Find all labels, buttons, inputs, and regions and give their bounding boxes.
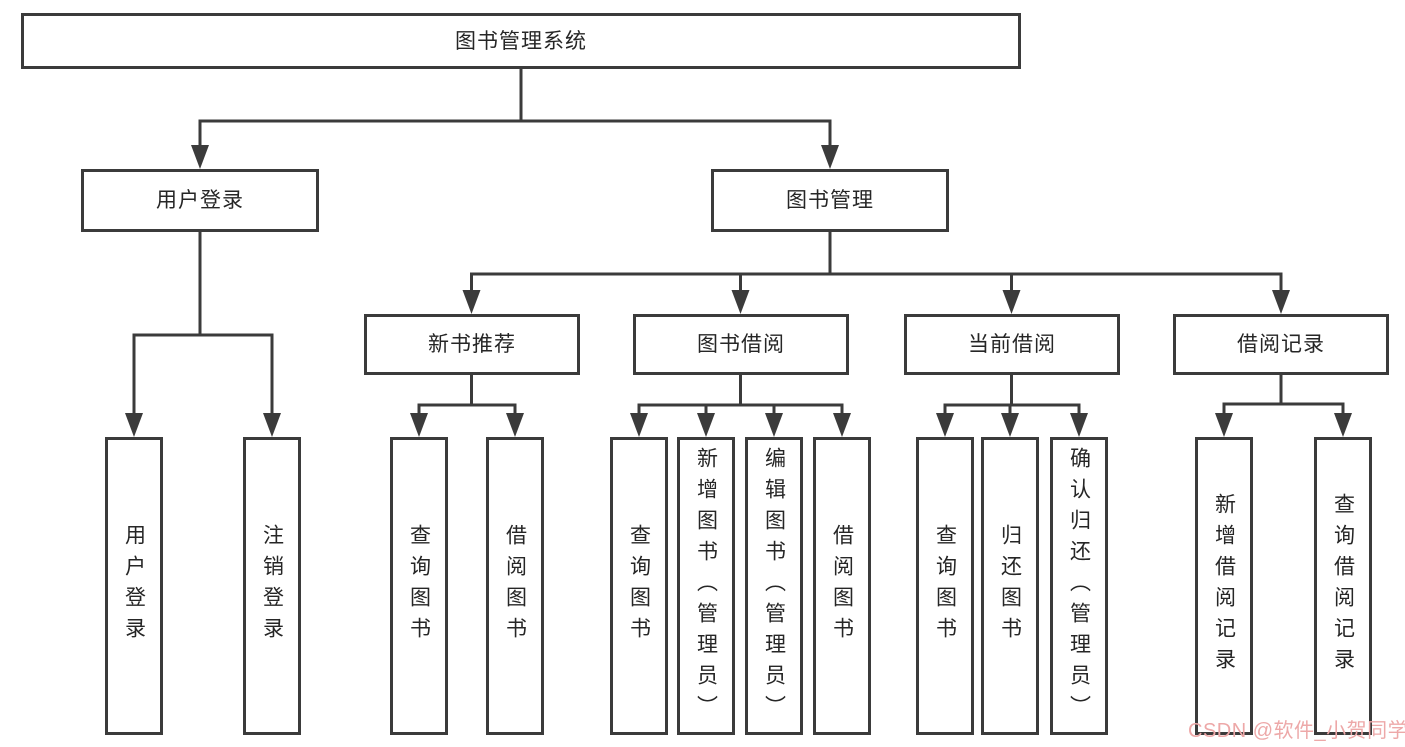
leaf-current-query-label: 查询图书 [933,524,957,648]
arrowhead [731,290,750,314]
arrowhead [1001,413,1019,437]
leaf-borrow-query: 查询图书 [610,437,668,735]
node-new-book-recommend-label: 新书推荐 [428,333,516,356]
arrowhead [1334,413,1352,437]
connector-userlogin-branch [132,333,274,414]
arrowhead [1272,290,1290,314]
node-current-borrowing-label: 当前借阅 [968,333,1056,356]
leaf-current-return: 归还图书 [981,437,1039,735]
leaf-borrow-book-label: 借阅图书 [830,524,854,648]
watermark: CSDN @软件_小贺同学 [1188,720,1405,742]
leaf-current-confirm-admin: 确认归还（管理员） [1050,437,1108,735]
node-book-management-label: 图书管理 [786,189,874,212]
arrowhead [765,413,783,437]
node-new-book-recommend: 新书推荐 [364,314,580,375]
leaf-user-login-label: 用户登录 [122,524,146,648]
leaf-borrow-book: 借阅图书 [813,437,871,735]
leaf-record-query: 查询借阅记录 [1314,437,1372,735]
node-user-login: 用户登录 [81,169,319,232]
leaf-user-login: 用户登录 [105,437,163,735]
node-borrow-records: 借阅记录 [1173,314,1389,375]
node-current-borrowing: 当前借阅 [904,314,1120,375]
node-book-management: 图书管理 [711,169,949,232]
arrowhead [410,413,428,437]
arrowhead [1215,413,1233,437]
leaf-borrow-edit-admin-label: 编辑图书（管理员） [762,446,786,726]
arrowhead [1070,413,1088,437]
leaf-borrow-add-admin: 新增图书（管理员） [677,437,735,735]
arrowhead [936,413,954,437]
leaf-current-return-label: 归还图书 [998,524,1022,648]
leaf-current-confirm-admin-label: 确认归还（管理员） [1067,446,1091,726]
arrowhead [506,413,524,437]
leaf-record-query-label: 查询借阅记录 [1331,493,1355,679]
connector-bookmgmt-branch [470,272,1283,291]
leaf-record-add-label: 新增借阅记录 [1212,493,1236,679]
connector-borrow-branch [637,403,844,414]
node-borrow-records-label: 借阅记录 [1237,333,1325,356]
leaf-borrow-add-admin-label: 新增图书（管理员） [694,446,718,726]
node-user-login-label: 用户登录 [156,189,244,212]
leaf-logout-label: 注销登录 [260,524,284,648]
node-book-borrowing-label: 图书借阅 [697,333,785,356]
node-book-borrowing: 图书借阅 [633,314,849,375]
arrowhead [191,145,209,169]
leaf-newbook-query-label: 查询图书 [407,524,431,648]
arrowhead [697,413,715,437]
leaf-record-add: 新增借阅记录 [1195,437,1253,735]
leaf-newbook-borrow-label: 借阅图书 [503,524,527,648]
leaf-borrow-query-label: 查询图书 [627,524,651,648]
leaf-borrow-edit-admin: 编辑图书（管理员） [745,437,803,735]
node-root: 图书管理系统 [21,13,1021,69]
arrowhead [462,290,481,314]
connector-root-branch [198,119,832,146]
arrowhead [630,413,648,437]
leaf-logout: 注销登录 [243,437,301,735]
leaf-newbook-query: 查询图书 [390,437,448,735]
connector-newbook-branch [417,403,517,414]
arrowhead [1002,290,1021,314]
connector-current-branch [943,403,1081,414]
connector-record-branch [1222,402,1345,414]
arrowhead [821,145,839,169]
leaf-newbook-borrow: 借阅图书 [486,437,544,735]
node-root-label: 图书管理系统 [455,29,587,53]
arrowhead [125,413,143,437]
arrowhead [833,413,851,437]
leaf-current-query: 查询图书 [916,437,974,735]
arrowhead [263,413,281,437]
